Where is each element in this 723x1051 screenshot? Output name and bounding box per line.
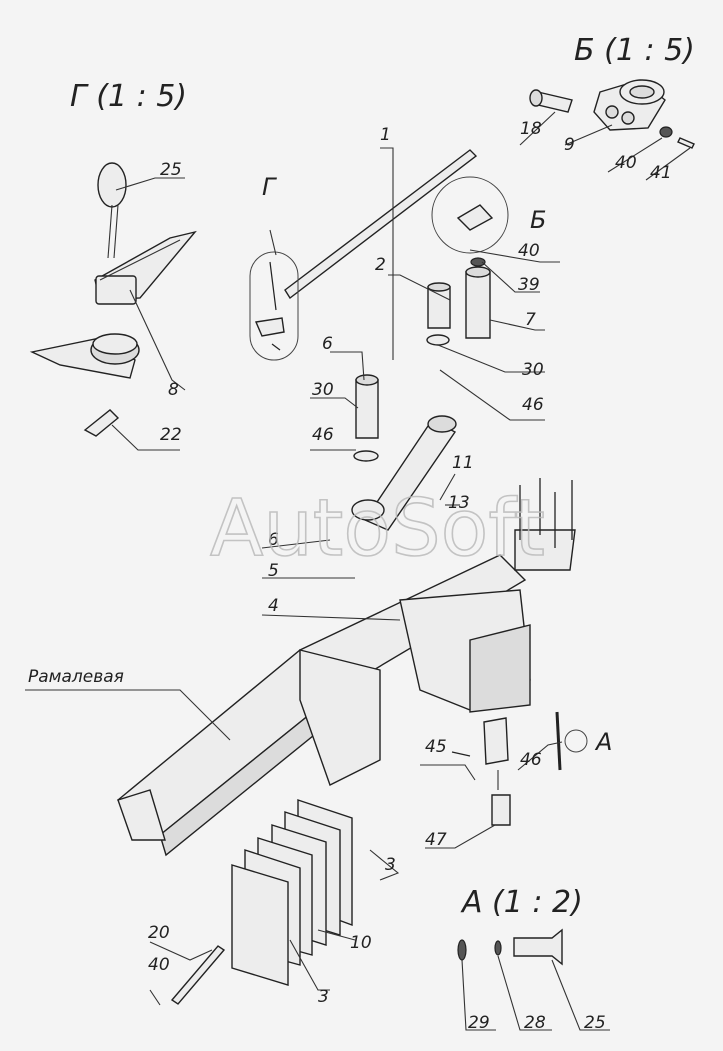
detail-view-g <box>29 162 197 437</box>
side-plates <box>231 799 353 986</box>
callout-10: 10 <box>350 933 372 953</box>
callout-6-top: 6 <box>322 334 333 354</box>
rod-1-assembly: Г <box>249 149 478 361</box>
callout-3-lower: 3 <box>318 987 329 1007</box>
callout-29-right: 30 <box>522 360 544 380</box>
callout-25-top: 25 <box>160 160 182 180</box>
callout-13: 13 <box>448 493 470 513</box>
callout-41-right: 46 <box>522 395 544 415</box>
main-frame <box>116 478 576 857</box>
callout-7: 7 <box>525 310 536 330</box>
callout-11: 11 <box>452 453 474 473</box>
callout-39: 41 <box>650 163 672 183</box>
detail-view-a: А <box>457 728 612 966</box>
callout-4: 4 <box>268 596 279 616</box>
callout-5: 5 <box>268 561 279 581</box>
callout-40-top: 40 <box>518 241 540 261</box>
callout-b-letter: Б <box>530 206 546 234</box>
callout-30: 39 <box>518 275 540 295</box>
leader-lines <box>25 111 691 1031</box>
callout-1: 1 <box>380 125 391 145</box>
callout-25-bottom: 25 <box>584 1013 606 1033</box>
callout-26: 28 <box>524 1013 546 1033</box>
callout-28: 29 <box>468 1013 490 1033</box>
callout-20: 20 <box>148 923 170 943</box>
view-g-title: Г (1 : 5) <box>70 79 187 114</box>
callout-40-bottom: 40 <box>148 955 170 975</box>
callout-22: 22 <box>160 425 182 445</box>
callout-9: 9 <box>564 135 575 155</box>
view-a-title: А (1 : 2) <box>460 885 583 920</box>
small-parts <box>170 711 562 1005</box>
upper-parts: Б <box>353 176 546 462</box>
view-b-title: Б (1 : 5) <box>574 33 695 68</box>
callout-45: 45 <box>425 737 447 757</box>
callout-a-letter: А <box>594 728 612 756</box>
detail-view-b <box>529 79 695 149</box>
callout-47: 47 <box>425 830 447 850</box>
callout-g-letter: Г <box>262 173 277 201</box>
callout-8: 8 <box>168 380 179 400</box>
callout-numbers: 1 25 8 22 18 9 40 41 40 39 7 2 30 46 6 3… <box>28 119 672 1033</box>
callout-6-mid: 6 <box>268 530 279 550</box>
frame-label: Рамалевая <box>28 667 124 687</box>
callout-46: 46 <box>520 750 542 770</box>
callout-29-left: 30 <box>312 380 334 400</box>
callout-32: 40 <box>615 153 637 173</box>
callout-2: 2 <box>375 255 386 275</box>
callout-3-upper: 3 <box>385 855 396 875</box>
lever-arm-11 <box>351 415 457 531</box>
callout-18: 18 <box>520 119 542 139</box>
watermark: AutoSoft <box>210 484 545 574</box>
callout-41-left: 46 <box>312 425 334 445</box>
